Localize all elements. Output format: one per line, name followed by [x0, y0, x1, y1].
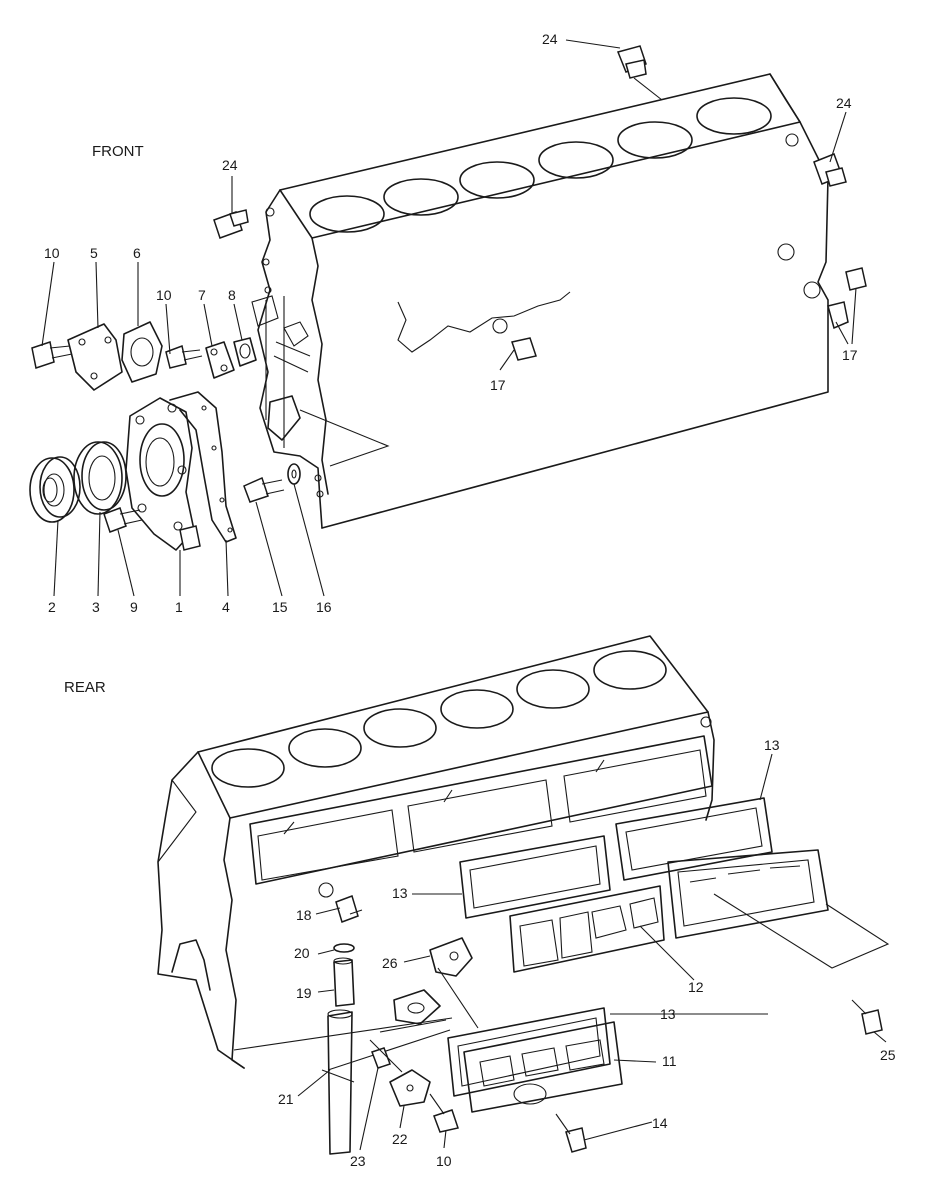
- assembly-line: [369, 967, 479, 1073]
- front-cylinder-block: [251, 73, 829, 529]
- bolt-25: [851, 999, 883, 1035]
- callout-2: 2: [48, 599, 56, 615]
- callout-13: 13: [764, 737, 780, 753]
- callout-22: 22: [392, 1131, 408, 1147]
- callout-4: 4: [222, 599, 230, 615]
- callout-18: 18: [296, 907, 312, 923]
- callout-15: 15: [272, 599, 288, 615]
- callout-14: 14: [652, 1115, 668, 1131]
- o-ring-20: [333, 943, 355, 953]
- callout-23: 23: [350, 1153, 366, 1169]
- fitting-18: [335, 895, 363, 923]
- callout-17: 17: [490, 377, 506, 393]
- callout-25: 25: [880, 1047, 896, 1063]
- plug-24-front-top: [616, 45, 663, 101]
- section-label-rear: REAR: [64, 679, 106, 696]
- plate-7: [205, 341, 235, 379]
- front-cover-plate-5: [67, 323, 123, 391]
- oil-seal-2: [29, 456, 81, 523]
- gasket-4: [169, 391, 237, 543]
- callout-5: 5: [90, 245, 98, 261]
- bolt-15: [243, 476, 285, 503]
- plug-17-front: [511, 267, 867, 361]
- washer-16: [287, 463, 301, 485]
- side-cover-12: [509, 885, 665, 973]
- section-label-front: FRONT: [92, 143, 144, 160]
- callout-21: 21: [278, 1091, 294, 1107]
- callout-10: 10: [44, 245, 60, 261]
- callout-12: 12: [688, 979, 704, 995]
- callout-19: 19: [296, 985, 312, 1001]
- callout-16: 16: [316, 599, 332, 615]
- callout-8: 8: [228, 287, 236, 303]
- callout-13: 13: [392, 885, 408, 901]
- plug-24-front-right: [813, 153, 847, 187]
- callout-10: 10: [156, 287, 172, 303]
- plate-26: [429, 937, 473, 977]
- bolt-10-left: [31, 341, 73, 369]
- tube-19: [333, 957, 355, 1007]
- plug-24-front-left: [213, 209, 249, 239]
- callout-24: 24: [836, 95, 852, 111]
- bolt-10-mid: [165, 344, 203, 369]
- callout-13: 13: [660, 1006, 676, 1022]
- callout-7: 7: [198, 287, 206, 303]
- callout-1: 1: [175, 599, 183, 615]
- front-housing-1: [125, 397, 201, 551]
- side-cover-plate-right: [667, 849, 890, 969]
- callout-26: 26: [382, 955, 398, 971]
- callout-11: 11: [662, 1053, 677, 1069]
- gasket-8: [233, 337, 257, 367]
- callout-10: 10: [436, 1153, 452, 1169]
- bolt-10-rear: [429, 1093, 459, 1133]
- gasket-13-lower: [447, 1007, 611, 1097]
- callout-9: 9: [130, 599, 138, 615]
- callout-6: 6: [133, 245, 141, 261]
- plate-22: [389, 1069, 431, 1107]
- callout-3: 3: [92, 599, 100, 615]
- rear-leader-lines: [297, 753, 887, 1151]
- seal-ring-3: [73, 441, 127, 515]
- gasket-6: [121, 321, 163, 383]
- gasket-13-upper: [615, 797, 773, 881]
- callout-17: 17: [842, 347, 858, 363]
- front-leader-lines: [41, 39, 857, 597]
- bolt-9: [103, 507, 143, 533]
- rear-cylinder-block: [157, 635, 715, 1071]
- flange-gasket: [393, 989, 441, 1025]
- bolt-14: [555, 1113, 587, 1153]
- side-cover-11: [463, 1021, 623, 1113]
- gasket-13-middle: [459, 835, 611, 919]
- tube-21: [321, 1009, 355, 1155]
- callout-24: 24: [222, 157, 238, 173]
- callout-20: 20: [294, 945, 310, 961]
- callout-24: 24: [542, 31, 558, 47]
